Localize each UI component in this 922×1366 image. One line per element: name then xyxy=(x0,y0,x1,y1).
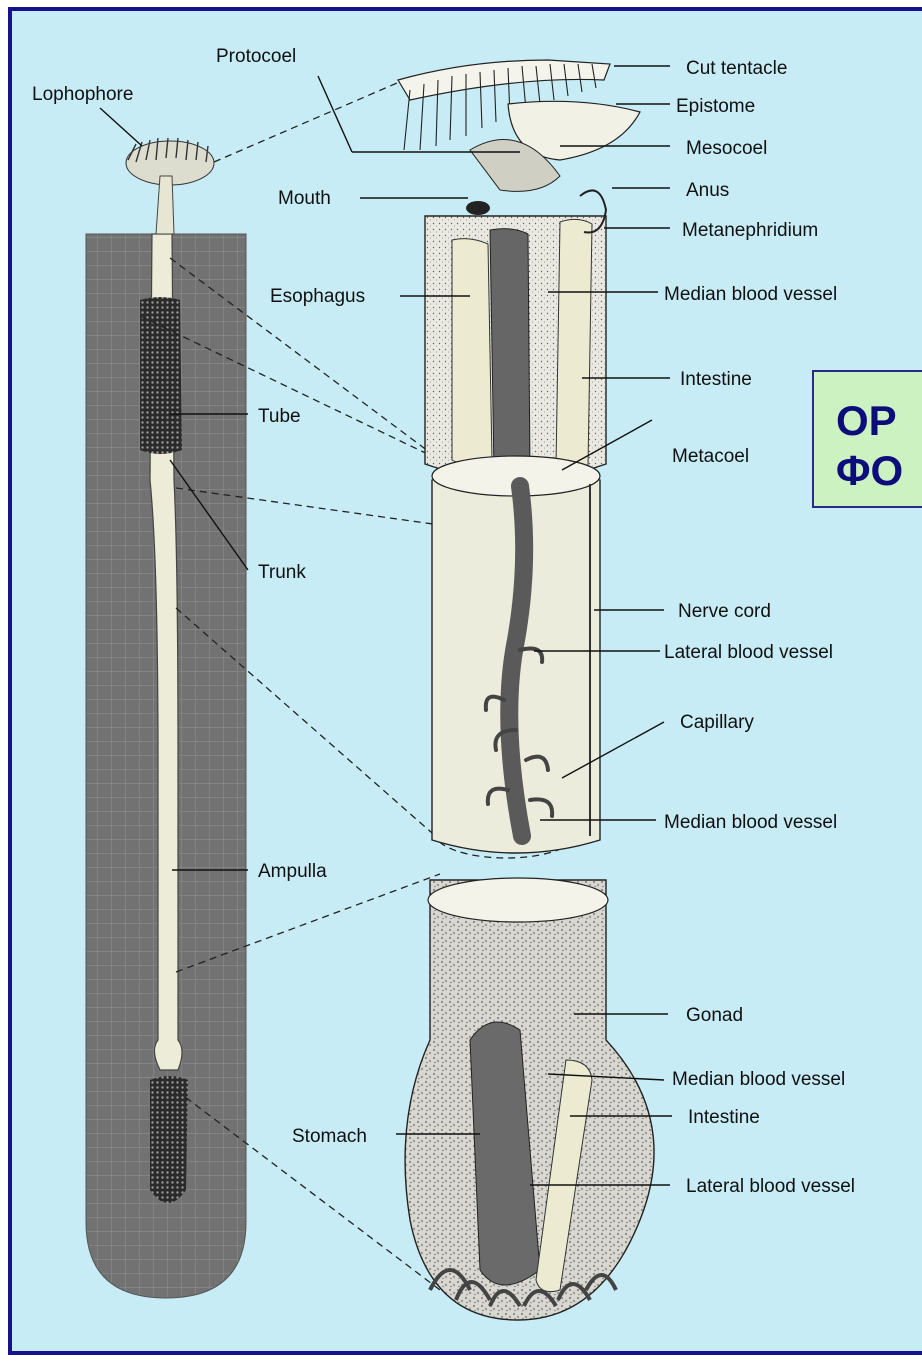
label-mesocoel: Mesocoel xyxy=(686,138,767,159)
label-intestine-1: Intestine xyxy=(680,369,752,390)
label-esophagus: Esophagus xyxy=(270,286,365,307)
label-metacoel: Metacoel xyxy=(672,446,749,467)
label-anus: Anus xyxy=(686,180,729,201)
intestine-1-tube xyxy=(556,219,592,469)
title-callout-line-1: OP xyxy=(836,400,897,442)
anterior-section xyxy=(398,60,640,480)
trunk-section xyxy=(432,456,600,853)
ampulla-lower xyxy=(150,1076,188,1203)
tube-dark-segment-upper xyxy=(140,297,182,454)
label-intestine-2: Intestine xyxy=(688,1107,760,1128)
label-trunk: Trunk xyxy=(258,562,306,583)
label-tube: Tube xyxy=(258,406,301,427)
label-nerve-cord: Nerve cord xyxy=(678,601,771,622)
label-gonad: Gonad xyxy=(686,1005,743,1026)
median-vessel-1 xyxy=(490,229,530,474)
ampulla-section xyxy=(405,878,654,1320)
label-stomach: Stomach xyxy=(292,1126,367,1147)
label-protocoel: Protocoel xyxy=(216,46,296,67)
label-lateral-blood-vessel-2: Lateral blood vessel xyxy=(686,1176,855,1197)
esophagus-tube xyxy=(452,239,492,465)
title-callout-box: OP ΦO xyxy=(812,370,922,508)
label-lophophore: Lophophore xyxy=(32,84,133,105)
label-median-blood-vessel-3: Median blood vessel xyxy=(672,1069,845,1090)
tube-illustration xyxy=(86,138,246,1298)
label-mouth: Mouth xyxy=(278,188,331,209)
mouth-opening xyxy=(466,201,490,215)
title-callout-line-2: ΦO xyxy=(836,450,903,492)
label-capillary: Capillary xyxy=(680,712,754,733)
label-median-blood-vessel-2: Median blood vessel xyxy=(664,812,837,833)
label-ampulla: Ampulla xyxy=(258,861,327,882)
label-median-blood-vessel-1: Median blood vessel xyxy=(664,284,837,305)
label-epistome: Epistome xyxy=(676,96,755,117)
label-metanephridium: Metanephridium xyxy=(682,220,818,241)
label-cut-tentacle: Cut tentacle xyxy=(686,58,787,79)
ampulla-top xyxy=(428,878,608,922)
label-lateral-blood-vessel-1: Lateral blood vessel xyxy=(664,642,833,663)
